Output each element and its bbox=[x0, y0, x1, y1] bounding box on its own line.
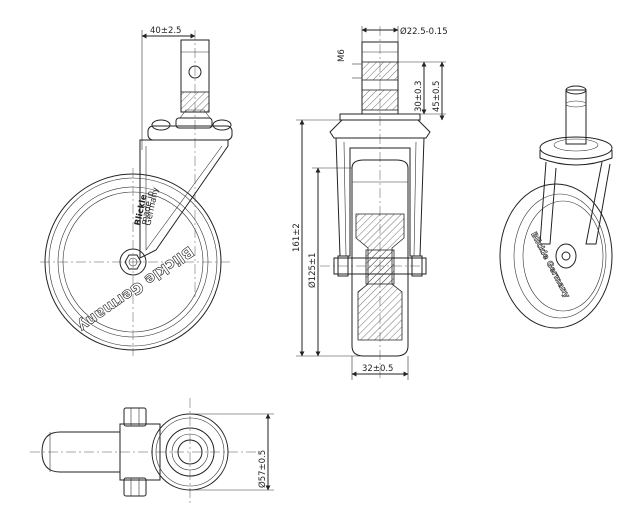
side-top-plate bbox=[147, 125, 233, 141]
iso-fork bbox=[539, 161, 611, 245]
iso-stem bbox=[565, 89, 587, 145]
hub-label: Blickle made in Germany bbox=[133, 186, 161, 226]
dim-stem-offset: 40±2.5 bbox=[150, 26, 181, 36]
dim-thread-depth: 30±0.3 bbox=[414, 81, 424, 112]
front-section-view: Ø22.5-0.15 M6 30±0.3 45±0.5 161±2 Ø125±1… bbox=[292, 26, 448, 380]
bottom-view: Ø57±0.5 bbox=[30, 398, 274, 506]
iso-wheel-tyre bbox=[499, 183, 613, 329]
bottom-fork bbox=[119, 423, 161, 481]
side-view: Blickle made in Germany Blickle Germany … bbox=[40, 26, 233, 356]
dim-wheel-width: 32±0.5 bbox=[362, 364, 393, 374]
wheel-brand-text: Blickle Germany bbox=[74, 242, 197, 336]
stem-hole bbox=[188, 65, 202, 79]
iso-top-plate bbox=[539, 136, 613, 160]
bolt-head-bottom bbox=[123, 477, 147, 497]
dim-housing-diameter: Ø57±0.5 bbox=[257, 450, 268, 488]
bottom-wheel bbox=[41, 431, 121, 473]
bolt-head-top bbox=[123, 407, 147, 427]
dim-stem-height: 45±0.5 bbox=[432, 81, 442, 112]
dim-stem-diameter: Ø22.5-0.15 bbox=[400, 26, 448, 37]
dim-thread: M6 bbox=[337, 49, 347, 62]
front-wheel bbox=[351, 159, 409, 357]
dim-wheel-diameter: Ø125±1 bbox=[307, 253, 318, 288]
isometric-view: Blickle Germany bbox=[499, 85, 613, 329]
dim-overall-height: 161±2 bbox=[292, 223, 302, 252]
